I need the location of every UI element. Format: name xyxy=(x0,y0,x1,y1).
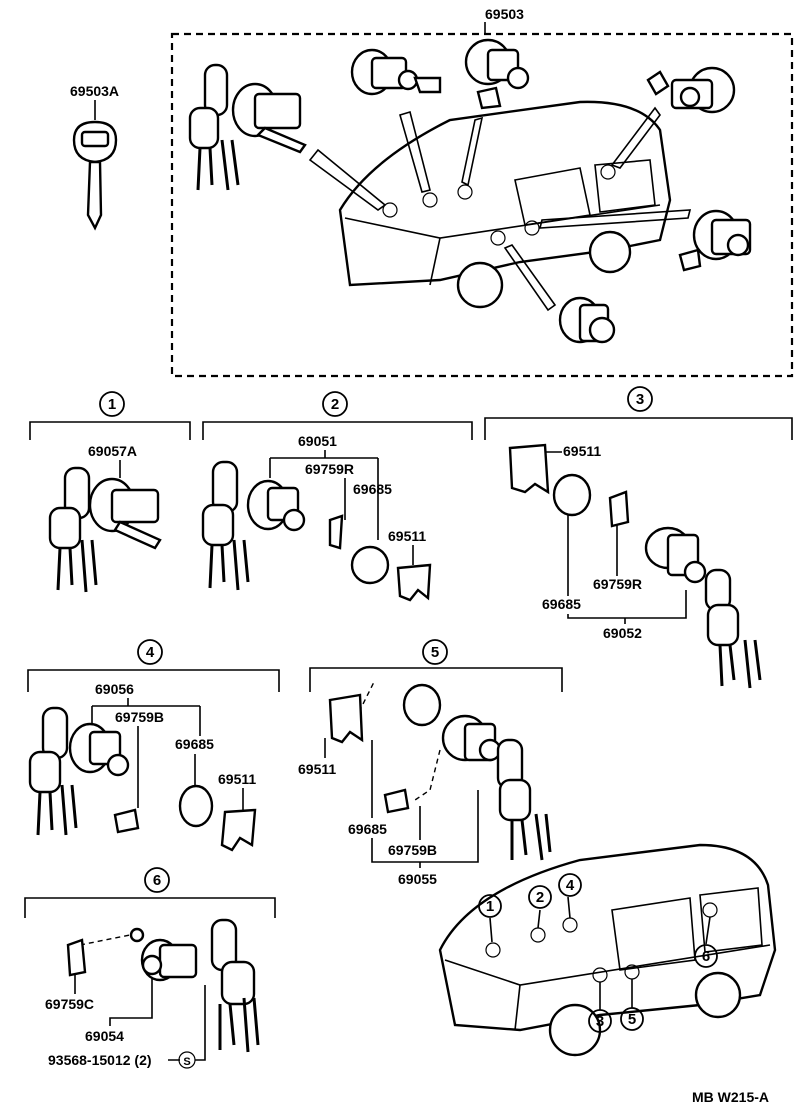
van-callout-5: 5 xyxy=(628,1011,636,1028)
van-callout-4: 4 xyxy=(566,877,575,894)
label-69057A: 69057A xyxy=(88,443,137,459)
screw-symbol: S xyxy=(183,1056,190,1068)
label-69052: 69052 xyxy=(603,625,642,641)
label-69759R-g3: 69759R xyxy=(593,576,642,592)
label-69054: 69054 xyxy=(85,1028,124,1044)
group5-cylinder-icon xyxy=(328,683,552,861)
top-van-icon xyxy=(308,100,692,312)
top-cylinder-a-icon xyxy=(350,48,442,96)
label-69503A: 69503A xyxy=(70,83,119,99)
top-cylinder-b-icon xyxy=(464,38,530,110)
group3-cylinder-icon xyxy=(508,443,762,689)
group2-cylinder-icon xyxy=(201,460,432,602)
top-cylinder-c-icon xyxy=(646,66,736,114)
label-69685-g4: 69685 xyxy=(175,736,214,752)
label-69511-g2: 69511 xyxy=(388,528,426,544)
label-69511-g5: 69511 xyxy=(298,761,336,777)
group-4-number: 4 xyxy=(146,644,155,661)
group-6-number: 6 xyxy=(153,872,161,889)
label-93568-15012: 93568-15012 (2) xyxy=(48,1052,152,1068)
top-cylinder-d-icon xyxy=(678,209,752,272)
label-69511-g3: 69511 xyxy=(563,443,601,459)
top-keyset-icon xyxy=(188,63,307,191)
group6-cylinder-icon xyxy=(66,918,260,1053)
group-3-number: 3 xyxy=(636,391,644,408)
screw-symbol-icon xyxy=(178,1051,196,1069)
group-2-number: 2 xyxy=(331,396,339,413)
van-callout-3: 3 xyxy=(596,1013,604,1030)
label-69056: 69056 xyxy=(95,681,134,697)
bottom-van-icon xyxy=(438,843,777,1057)
van-callout-2: 2 xyxy=(536,889,544,906)
top-cylinder-e-icon xyxy=(558,296,616,344)
label-69685-g5: 69685 xyxy=(348,821,387,837)
label-69503: 69503 xyxy=(485,6,524,22)
van-callout-1: 1 xyxy=(486,898,494,915)
label-69685-g2: 69685 xyxy=(353,481,392,497)
group-5-number: 5 xyxy=(431,644,439,661)
diagram-code: MB W215-A xyxy=(692,1089,769,1105)
van-callout-6: 6 xyxy=(702,948,710,965)
group4-cylinder-icon xyxy=(28,706,257,852)
group1-cylinder-icon xyxy=(48,466,162,593)
key-icon xyxy=(72,120,118,231)
label-69759B-g5: 69759B xyxy=(388,842,437,858)
label-69511-g4: 69511 xyxy=(218,771,256,787)
label-69759C: 69759C xyxy=(45,996,94,1012)
label-69759B-g4: 69759B xyxy=(115,709,164,725)
label-69051: 69051 xyxy=(298,433,337,449)
label-69685-g3: 69685 xyxy=(542,596,581,612)
label-69055: 69055 xyxy=(398,871,437,887)
label-69759R-g2: 69759R xyxy=(305,461,354,477)
kit-boundary xyxy=(170,32,794,378)
group-1-number: 1 xyxy=(108,396,116,413)
